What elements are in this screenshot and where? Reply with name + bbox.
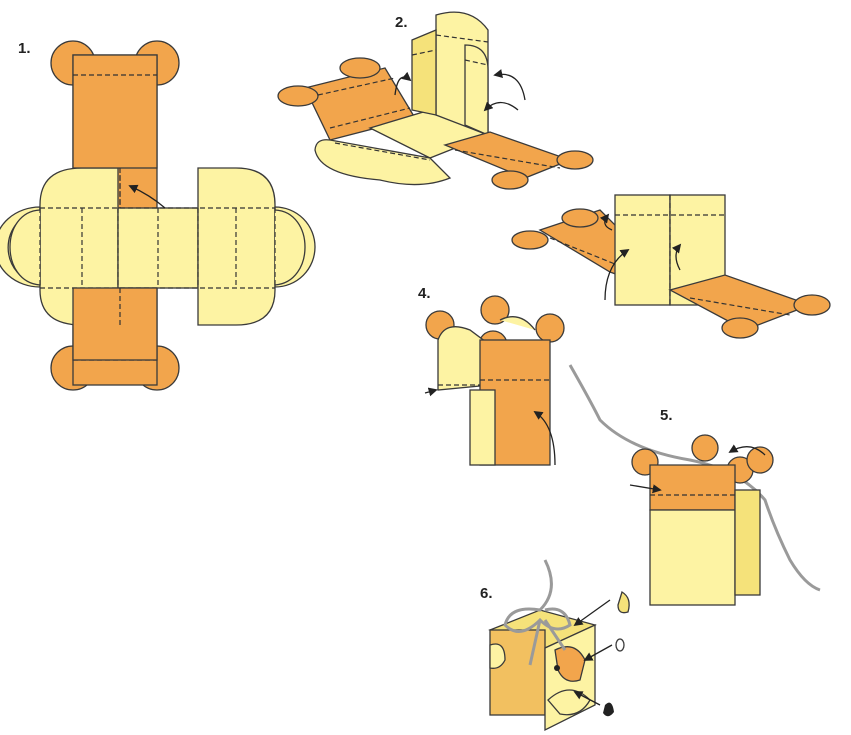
step6-face-ear (554, 646, 586, 682)
step6-left-face (489, 629, 546, 716)
step4-side-panel (469, 389, 496, 466)
step-4-box: 4. (418, 285, 565, 466)
step-6-finished: 6. (480, 559, 630, 732)
step5-lid (649, 464, 736, 511)
step4-ear-back-right (480, 295, 510, 325)
step-5-box: 5. (568, 364, 821, 606)
step6-ear-piece (617, 591, 630, 614)
step6-nose (603, 702, 614, 717)
step-2-label: 2. (395, 14, 408, 31)
step-4-label: 4. (418, 285, 431, 302)
box-wall-left (614, 194, 671, 306)
step-1-template: 1. (0, 40, 316, 391)
step5-body (649, 509, 736, 606)
standing-panel-right (464, 44, 489, 136)
step-2-fold: 2. (277, 11, 594, 190)
bottom-yellow-lobe (314, 139, 452, 186)
step-1-fold-arrow (128, 184, 166, 209)
step-3-fold (511, 194, 831, 339)
step6-ear-shape (489, 643, 506, 669)
step6-ribbon-bow (503, 559, 572, 633)
step-5-label: 5. (660, 407, 673, 424)
step4-ear-front-right (535, 313, 565, 343)
step6-eye-piece (615, 638, 625, 652)
right-side-panel (197, 167, 276, 326)
step-6-label: 6. (480, 585, 493, 602)
step-1-label: 1. (18, 40, 31, 57)
standing-panel-left (411, 29, 437, 116)
step6-eye (554, 665, 560, 671)
